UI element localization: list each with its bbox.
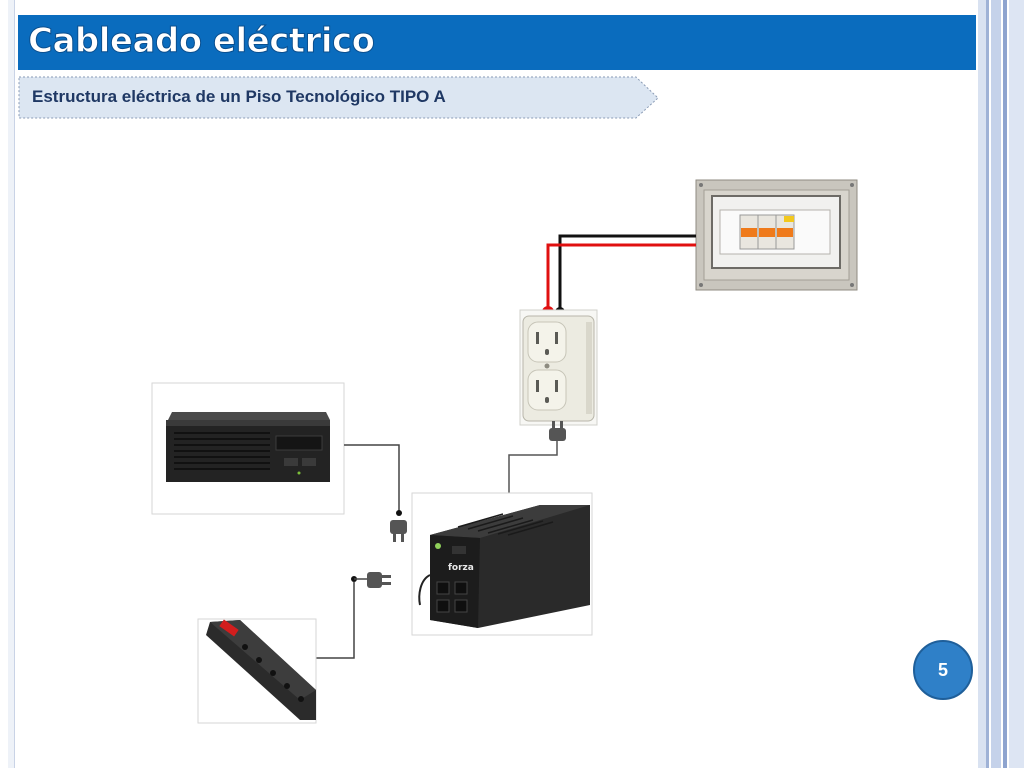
ups-brand-label: forza — [448, 563, 474, 573]
power-strip-plug-icon — [316, 572, 391, 659]
mains-wires — [542, 234, 696, 318]
server-plug-icon — [344, 444, 407, 542]
rack-server-photo — [151, 382, 345, 515]
slide-title: Cableado eléctrico — [28, 21, 376, 62]
breaker-panel-photo — [695, 179, 858, 291]
subtitle-banner — [18, 76, 659, 119]
duplex-outlet-photo — [519, 309, 598, 426]
title-bar: Cableado eléctrico — [18, 15, 976, 70]
power-strip-photo — [197, 618, 317, 724]
right-frame-rules — [978, 0, 1024, 768]
left-frame-rule — [8, 0, 15, 768]
page-number-badge: 5 — [913, 640, 973, 700]
slide-subtitle: Estructura eléctrica de un Piso Tecnológ… — [32, 87, 446, 106]
outlet-plug-icon — [508, 421, 566, 493]
ups-photo: forza — [411, 492, 593, 636]
